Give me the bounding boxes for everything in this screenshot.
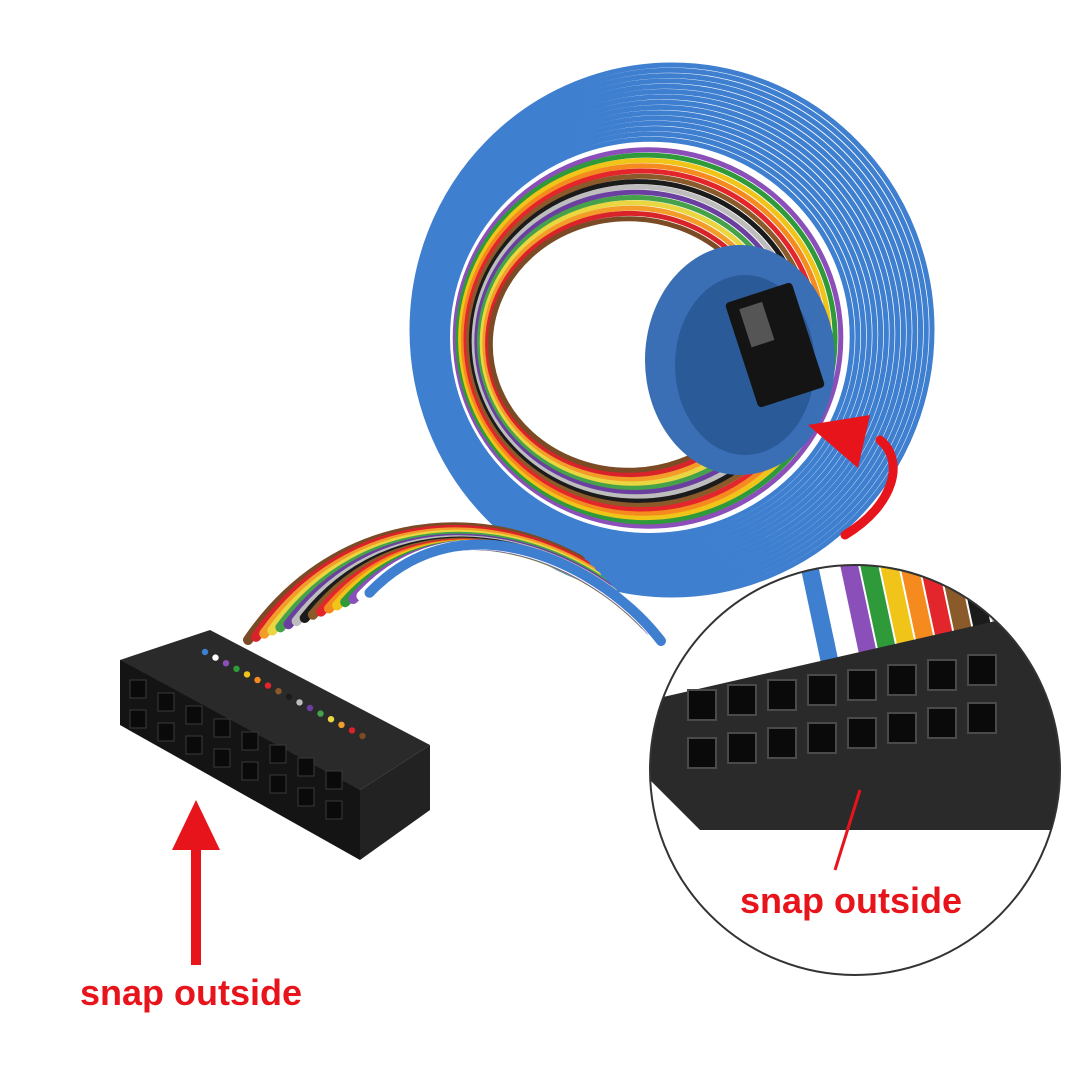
zoom-pin-hole bbox=[727, 684, 757, 716]
pin-hole bbox=[213, 748, 231, 768]
zoom-pin-hole bbox=[847, 669, 877, 701]
zoom-pin-hole bbox=[767, 679, 797, 711]
wire-end bbox=[317, 710, 324, 717]
pin-hole bbox=[129, 709, 147, 729]
wire-end bbox=[275, 688, 282, 695]
wire-end bbox=[233, 665, 240, 672]
wire-end bbox=[222, 660, 230, 667]
zoom-pin-hole bbox=[727, 732, 757, 764]
wire-end bbox=[264, 682, 272, 689]
snap-outside-label-left: snap outside bbox=[80, 972, 303, 1013]
zoom-pin-hole bbox=[807, 674, 837, 706]
connector-top bbox=[120, 630, 430, 790]
coil-wire bbox=[455, 152, 838, 525]
red-arrow-icon bbox=[172, 800, 220, 965]
zoom-pin-hole bbox=[687, 737, 717, 769]
wire-end bbox=[306, 704, 314, 712]
pin-hole bbox=[297, 787, 315, 807]
zoom-pin-hole bbox=[967, 654, 997, 686]
snap-outside-label-right: snap outside bbox=[740, 880, 963, 921]
wire-end bbox=[285, 693, 293, 700]
coil-wire bbox=[417, 78, 918, 585]
coil-wire bbox=[420, 83, 912, 581]
zoom-pin-hole bbox=[847, 717, 877, 749]
flat-ribbon-cable bbox=[243, 522, 666, 646]
zoom-pin-hole bbox=[767, 727, 797, 759]
wire-end bbox=[243, 671, 251, 678]
pin-hole bbox=[185, 705, 203, 725]
coil-wire bbox=[436, 115, 878, 555]
coil-wire bbox=[425, 94, 901, 572]
wire-end bbox=[212, 654, 219, 661]
coil-wire bbox=[450, 142, 849, 533]
pin-hole bbox=[157, 722, 175, 742]
coil-wire bbox=[439, 120, 872, 551]
inner-connector-icon bbox=[725, 282, 825, 408]
red-arrow-icon bbox=[808, 415, 898, 540]
pin-hole bbox=[241, 731, 259, 751]
coil-wire bbox=[409, 62, 935, 598]
cable-coil bbox=[409, 62, 935, 598]
coil-wire bbox=[441, 126, 867, 546]
coil-wire bbox=[412, 67, 929, 594]
zoom-pin-hole bbox=[887, 712, 917, 744]
pin-hole bbox=[241, 761, 259, 781]
zoom-pin-hole bbox=[807, 722, 837, 754]
zoom-wire bbox=[1059, 565, 1060, 700]
zoom-pin-hole bbox=[887, 664, 917, 696]
coil-wire bbox=[447, 136, 855, 538]
zoom-pin-hole bbox=[927, 659, 957, 691]
wire-end bbox=[296, 699, 303, 706]
connector-side bbox=[360, 745, 430, 860]
pin-hole bbox=[269, 744, 287, 764]
coil-wire bbox=[431, 104, 889, 564]
coil-wire bbox=[428, 99, 895, 568]
zoom-detail-circle bbox=[649, 564, 1061, 976]
pin-hole bbox=[185, 735, 203, 755]
connector-front bbox=[120, 660, 360, 860]
zoom-pin-hole bbox=[927, 707, 957, 739]
zoom-pin-hole bbox=[687, 689, 717, 721]
pin-hole bbox=[129, 679, 147, 699]
pin-hole bbox=[213, 718, 231, 738]
wire-end bbox=[201, 648, 209, 656]
pin-hole bbox=[325, 770, 343, 790]
idc-connector-icon bbox=[120, 630, 430, 860]
pin-hole bbox=[297, 757, 315, 777]
coil-wire bbox=[414, 73, 924, 589]
zoom-pin-hole bbox=[967, 702, 997, 734]
wire-end bbox=[254, 676, 261, 684]
wire-end bbox=[359, 732, 366, 740]
coil-wire bbox=[452, 147, 844, 529]
zoom-wire bbox=[1039, 565, 1060, 700]
pin-hole bbox=[269, 774, 287, 794]
coil-wire bbox=[423, 89, 906, 576]
wire-end bbox=[348, 727, 356, 734]
coil-wire bbox=[433, 110, 884, 559]
wire-end bbox=[338, 721, 345, 728]
ribbon-wire bbox=[364, 539, 666, 646]
coil-wire bbox=[444, 131, 861, 542]
wire-end bbox=[327, 716, 335, 723]
pin-hole bbox=[325, 800, 343, 820]
pin-hole bbox=[157, 692, 175, 712]
